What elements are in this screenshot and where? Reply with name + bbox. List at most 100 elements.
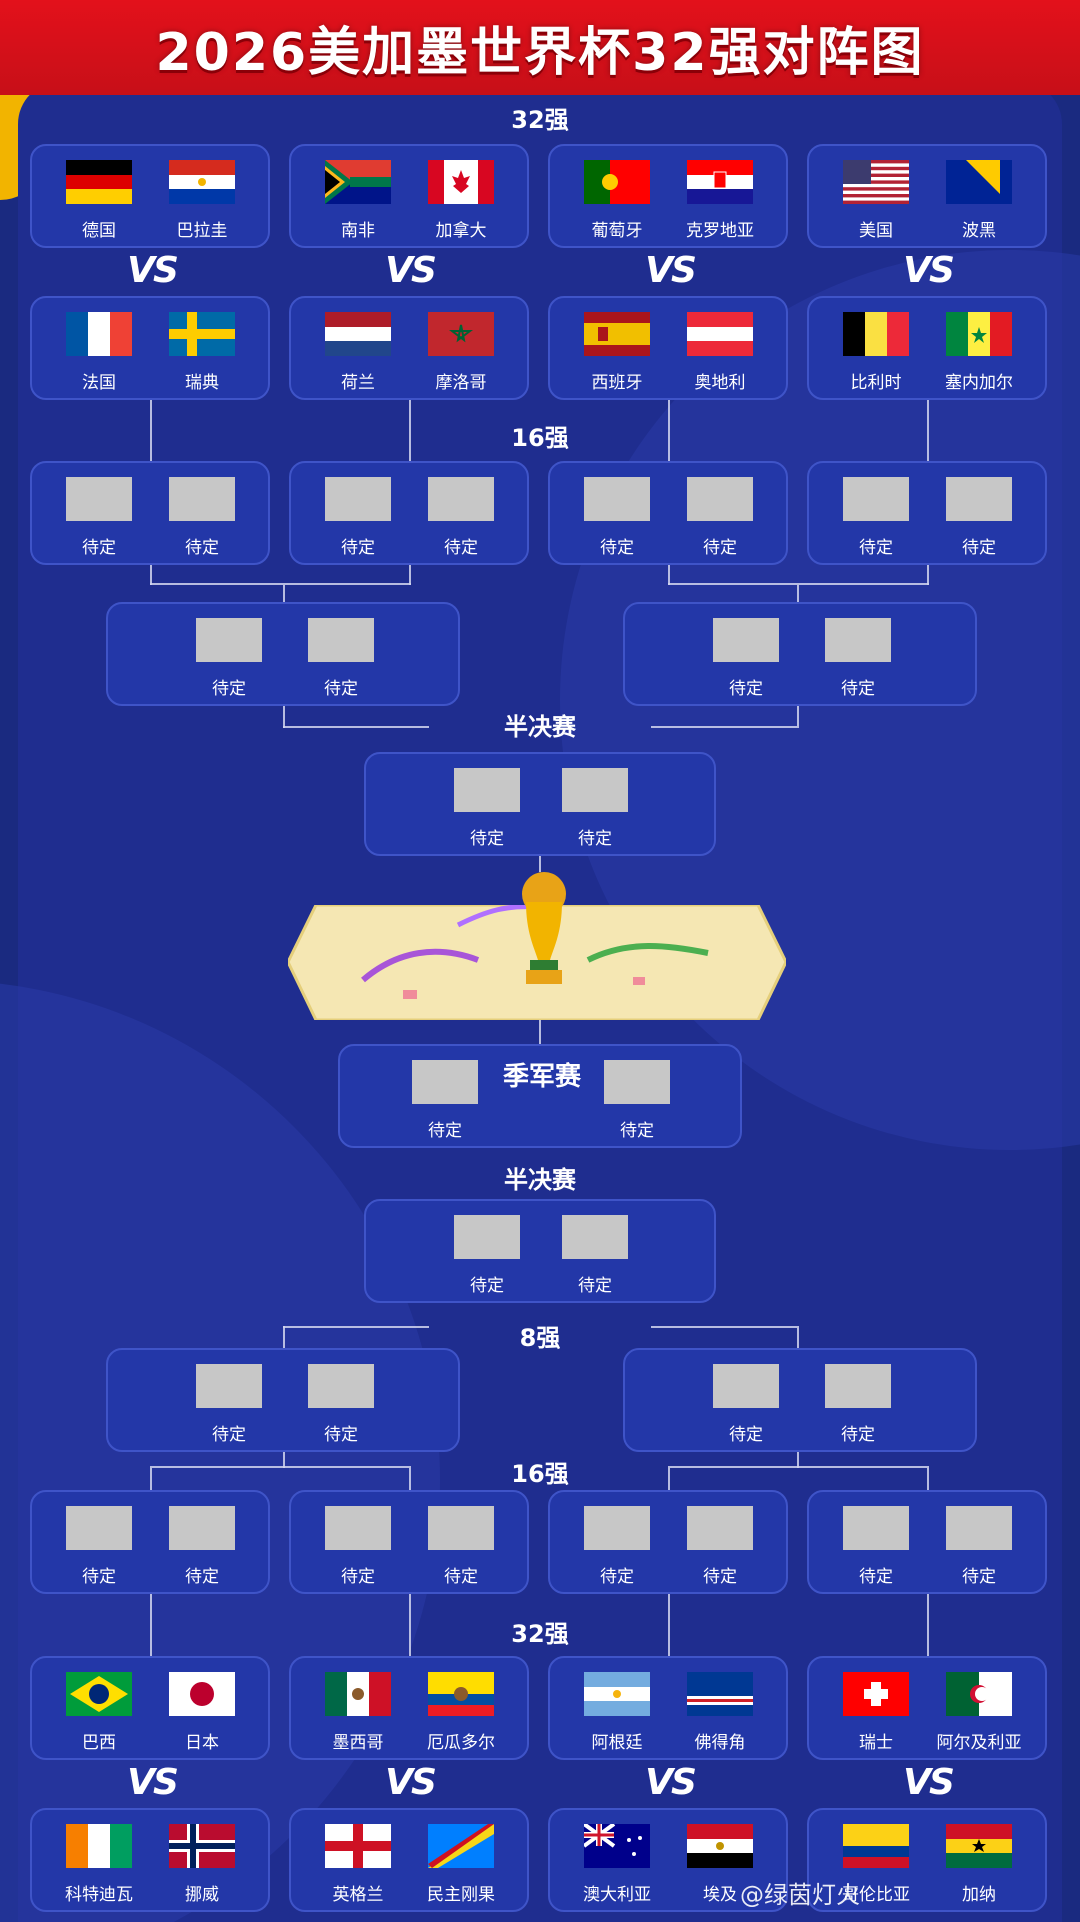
tbd-label: 待定 xyxy=(578,829,612,849)
tbd-label: 待定 xyxy=(600,538,634,558)
spain-flag xyxy=(584,312,650,356)
bracket-connector-line xyxy=(150,1468,152,1490)
team-name: 墨西哥 xyxy=(332,1733,384,1753)
tbd-label: 待定 xyxy=(185,1567,219,1587)
bracket-connector-line xyxy=(927,1468,929,1490)
team-slot: 法国 xyxy=(66,312,132,393)
confetti-piece xyxy=(403,990,417,999)
qf-match-card: 待定 待定 xyxy=(106,1348,460,1452)
tbd-label: 待定 xyxy=(341,1567,375,1587)
qf-match-card: 待定待定 xyxy=(623,1348,977,1452)
canada-flag xyxy=(428,160,494,204)
tbd-slot: 待定 xyxy=(66,1506,132,1587)
qf-match-card: 待定 待定 xyxy=(623,602,977,706)
team-name: 巴西 xyxy=(82,1733,116,1753)
tbd-label: 待定 xyxy=(324,1425,358,1445)
tbd-label: 待定 xyxy=(444,538,478,558)
team-slot: 挪威 xyxy=(169,1824,235,1905)
bracket-connector-line xyxy=(797,1326,799,1348)
tbd-placeholder-box xyxy=(412,1060,478,1104)
tbd-slot: 待定 xyxy=(825,1364,891,1445)
r32-match-card: 西班牙奥地利 xyxy=(548,296,788,400)
tbd-placeholder-box xyxy=(428,477,494,521)
team-name: 摩洛哥 xyxy=(435,373,487,393)
watermark: @绿茵灯火 xyxy=(740,1881,860,1909)
team-name: 德国 xyxy=(82,221,116,241)
team-name: 美国 xyxy=(859,221,893,241)
bracket-connector-line xyxy=(668,1594,670,1656)
tbd-label: 待定 xyxy=(620,1121,654,1141)
tbd-placeholder-box xyxy=(825,1364,891,1408)
japan-flag xyxy=(169,1672,235,1716)
team-name: 波黑 xyxy=(962,221,996,241)
tbd-label: 待定 xyxy=(729,679,763,699)
round-label-semi-top: 半决赛 xyxy=(504,713,576,741)
sweden-flag xyxy=(169,312,235,356)
bosnia-flag xyxy=(946,160,1012,204)
r16-match-card: 待定 待定 xyxy=(807,1490,1047,1594)
team-slot: 巴西 xyxy=(66,1672,132,1753)
team-name: 南非 xyxy=(341,221,375,241)
cape-verde-flag xyxy=(687,1672,753,1716)
tbd-slot: 待定 xyxy=(169,1506,235,1587)
tbd-placeholder-box xyxy=(562,768,628,812)
team-slot: 英格兰 xyxy=(325,1824,391,1905)
r16-match-card: 待定待定 xyxy=(30,1490,270,1594)
tbd-slot: 待定 xyxy=(308,1364,374,1445)
tbd-placeholder-box xyxy=(584,477,650,521)
team-slot: 民主刚果 xyxy=(427,1824,495,1905)
algeria-flag xyxy=(946,1672,1012,1716)
tbd-placeholder-box xyxy=(325,477,391,521)
tbd-label: 待定 xyxy=(841,1425,875,1445)
bracket-connector-line xyxy=(150,1466,411,1468)
r32-match-card: 墨西哥 厄瓜多尔 xyxy=(289,1656,529,1760)
australia-flag xyxy=(584,1824,650,1868)
r32-match-card: 比利时塞内加尔 xyxy=(807,296,1047,400)
team-slot: 克罗地亚 xyxy=(686,160,754,241)
tbd-slot: 待定 xyxy=(325,1506,391,1587)
r32-match-card: 瑞士阿尔及利亚 xyxy=(807,1656,1047,1760)
tbd-label: 待定 xyxy=(703,1567,737,1587)
tbd-placeholder-box xyxy=(169,1506,235,1550)
round-label-semi-bottom: 半决赛 xyxy=(504,1166,576,1194)
tbd-label: 待定 xyxy=(841,679,875,699)
tbd-placeholder-box xyxy=(325,1506,391,1550)
vs-label: VS xyxy=(645,250,697,291)
team-slot: 美国 xyxy=(843,160,909,241)
tbd-placeholder-box xyxy=(713,1364,779,1408)
tbd-placeholder-box xyxy=(946,477,1012,521)
belgium-flag xyxy=(843,312,909,356)
tbd-slot: 待定 xyxy=(325,477,391,558)
brazil-flag xyxy=(66,1672,132,1716)
tbd-placeholder-box xyxy=(843,477,909,521)
tbd-slot: 待定 xyxy=(454,768,520,849)
team-slot: 日本 xyxy=(169,1672,235,1753)
tbd-label: 待定 xyxy=(703,538,737,558)
tbd-slot: 待定 xyxy=(196,1364,262,1445)
tbd-placeholder-box xyxy=(825,618,891,662)
third-place-match-card: 待定待定季军赛 xyxy=(338,1044,742,1148)
tbd-label: 待定 xyxy=(962,1567,996,1587)
page-title: 2026美加墨世界杯32强对阵图 xyxy=(155,23,925,83)
bracket-connector-line xyxy=(797,706,799,728)
tbd-label: 待定 xyxy=(962,538,996,558)
team-slot: 阿尔及利亚 xyxy=(937,1672,1022,1753)
tbd-placeholder-box xyxy=(428,1506,494,1550)
tbd-placeholder-box xyxy=(308,618,374,662)
bracket-connector-line xyxy=(283,1326,285,1348)
team-name: 瑞典 xyxy=(185,373,219,393)
tbd-label: 待定 xyxy=(859,1567,893,1587)
bracket-connector-line xyxy=(668,565,670,585)
austria-flag xyxy=(687,312,753,356)
team-name: 西班牙 xyxy=(591,373,643,393)
tbd-label: 待定 xyxy=(82,538,116,558)
bracket-connector-line xyxy=(797,1452,799,1468)
team-name: 厄瓜多尔 xyxy=(427,1733,495,1753)
team-name: 葡萄牙 xyxy=(591,221,643,241)
bracket-connector-line xyxy=(150,400,152,461)
tbd-label: 待定 xyxy=(859,538,893,558)
tbd-slot: 待定 xyxy=(308,618,374,699)
r16-match-card: 待定待定 xyxy=(289,461,529,565)
tbd-label: 待定 xyxy=(212,1425,246,1445)
tbd-slot: 待定 xyxy=(428,1506,494,1587)
